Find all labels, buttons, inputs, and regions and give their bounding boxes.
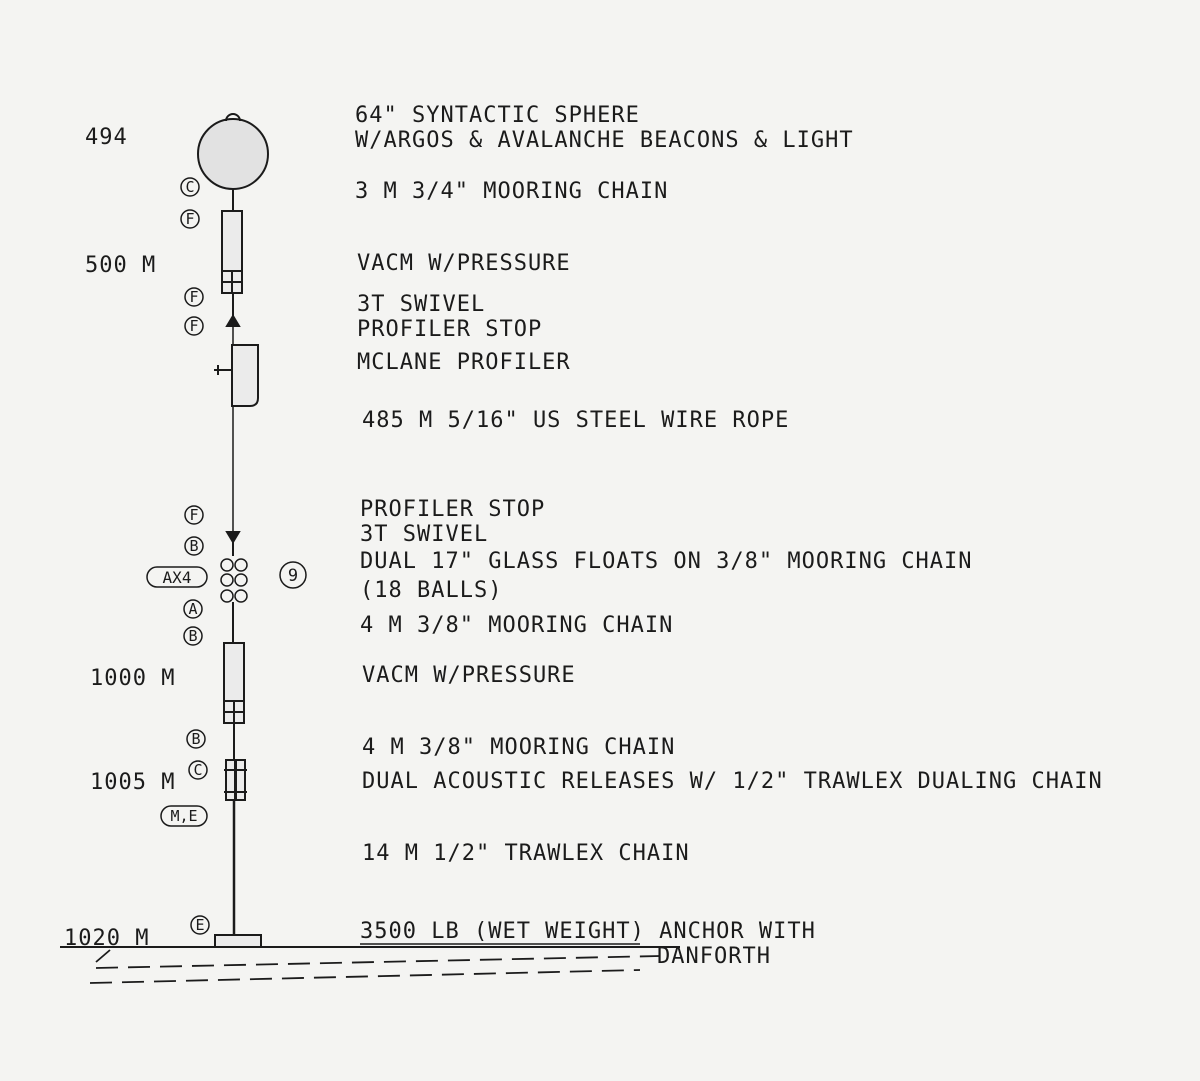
hardware-code-f: F [180,209,200,229]
label-profiler-stop-upper: PROFILER STOP [357,317,543,342]
sphere-lifting-eye [225,113,241,122]
code-ax4: AX4 [163,568,192,587]
label-chain-4m-lower: 4 M 3/8" MOORING CHAIN [362,735,676,760]
label-sphere-beacons: W/ARGOS & AVALANCHE BEACONS & LIGHT [355,128,854,153]
hardware-code-a: A [183,599,203,619]
code-b1: B [189,537,198,555]
code-f2: F [189,288,198,306]
label-trawlex-chain: 14 M 1/2" TRAWLEX CHAIN [362,841,690,866]
label-syntactic-sphere: 64" SYNTACTIC SPHERE [355,103,640,128]
hardware-code-f: F [184,287,204,307]
code-c1: C [185,178,194,196]
depth-label-494: 494 [85,125,128,150]
label-swivel-lower: 3T SWIVEL [360,522,489,547]
hardware-code-b: B [186,729,206,749]
syntactic-sphere [197,118,269,190]
hardware-code-9: 9 [279,561,307,589]
depth-label-1000m: 1000 M [90,666,176,691]
label-chain-4m-upper: 4 M 3/8" MOORING CHAIN [360,613,674,638]
label-swivel-upper: 3T SWIVEL [357,292,486,317]
hardware-code-c: C [188,760,208,780]
depth-label-1005m: 1005 M [90,770,176,795]
label-anchor-danforth: DANFORTH [657,944,771,969]
code-f3: F [189,317,198,335]
label-anchor: 3500 LB (WET WEIGHT) ANCHOR WITH [360,919,816,944]
label-chain-3m: 3 M 3/4" MOORING CHAIN [355,179,669,204]
code-e1: E [195,916,204,934]
hardware-code-me: M,E [160,805,208,827]
code-nine: 9 [288,566,298,586]
vacm-lower [223,642,245,702]
code-f1: F [185,210,194,228]
profiler-fin [214,365,232,375]
vacm-upper [221,210,243,272]
label-glass-floats: DUAL 17" GLASS FLOATS ON 3/8" MOORING CH… [360,549,973,574]
label-wire-rope: 485 M 5/16" US STEEL WIRE ROPE [362,408,790,433]
code-c2: C [193,761,202,779]
hardware-code-e: E [190,915,210,935]
label-profiler-stop-lower: PROFILER STOP [360,497,546,522]
hardware-code-b: B [183,626,203,646]
profiler-stop-upper [225,314,241,327]
code-b2: B [188,627,197,645]
acoustic-releases [224,759,247,801]
hardware-code-f: F [184,505,204,525]
hardware-code-f: F [184,316,204,336]
profiler-stop-lower [225,531,241,544]
anchor [214,934,262,948]
code-f4: F [189,506,198,524]
glass-floats [220,558,248,603]
hardware-code-c: C [180,177,200,197]
label-vacm-upper: VACM W/PRESSURE [357,251,571,276]
label-vacm-lower: VACM W/PRESSURE [362,663,576,688]
hardware-code-b: B [184,536,204,556]
label-glass-floats-count: (18 BALLS) [360,578,503,603]
code-b3: B [191,730,200,748]
mclane-profiler [231,344,259,407]
hardware-bubbles: C F F F F B AX4 9 [146,177,307,935]
code-me: M,E [170,807,197,825]
label-acoustic-releases: DUAL ACOUSTIC RELEASES W/ 1/2" TRAWLEX D… [362,769,1103,794]
hardware-code-ax4: AX4 [146,566,208,588]
seafloor-hatching [89,949,661,984]
depth-label-500m: 500 M [85,253,157,278]
code-a1: A [188,600,197,618]
label-mclane-profiler: MCLANE PROFILER [357,350,571,375]
